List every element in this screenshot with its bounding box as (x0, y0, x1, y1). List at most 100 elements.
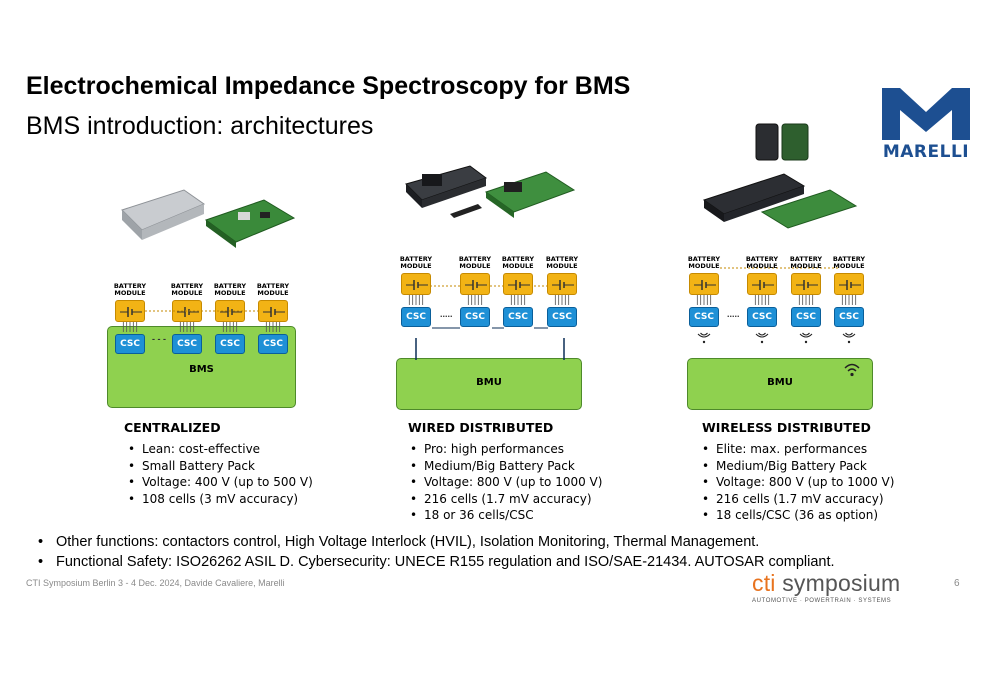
battery-module (547, 273, 577, 295)
battery-module (172, 300, 202, 322)
battery-cell-icon (508, 280, 530, 290)
battery-cell-icon (263, 307, 285, 317)
battery-module (834, 273, 864, 295)
feature-item: Lean: cost-effective (122, 441, 313, 458)
cti-wordmark: cti symposium (752, 570, 900, 597)
csc-box: CSC (172, 334, 202, 354)
battery-module (689, 273, 719, 295)
sense-wires (841, 295, 857, 305)
wireless-features: Elite: max. performances Medium/Big Batt… (696, 441, 894, 524)
battery-cell-icon (120, 307, 142, 317)
feature-item: Medium/Big Battery Pack (696, 458, 894, 475)
sense-wires (222, 322, 238, 332)
ellipsis: ..... (440, 309, 453, 319)
page-subtitle: BMS introduction: architectures (26, 112, 374, 140)
battery-cell-icon (796, 280, 818, 290)
cti-word: symposium (775, 570, 901, 596)
wired-features: Pro: high performances Medium/Big Batter… (404, 441, 602, 524)
cti-symposium-logo: cti symposium AUTOMOTIVE · POWERTRAIN · … (752, 570, 900, 604)
csc-box: CSC (401, 307, 431, 327)
logo-wordmark: MARELLI (882, 142, 970, 162)
battery-cell-icon (220, 307, 242, 317)
csc-box: CSC (258, 334, 288, 354)
battery-cell-icon (465, 280, 487, 290)
sense-wires (696, 295, 712, 305)
feature-item: Small Battery Pack (122, 458, 313, 475)
note-item: Other functions: contactors control, Hig… (36, 532, 835, 552)
battery-cell-icon (552, 280, 574, 290)
feature-item: 18 or 36 cells/CSC (404, 507, 602, 524)
sense-wires (754, 295, 770, 305)
battery-cell-icon (752, 280, 774, 290)
battery-module (791, 273, 821, 295)
page-number: 6 (954, 578, 960, 589)
centralized-features: Lean: cost-effective Small Battery Pack … (122, 441, 313, 507)
sense-wires (798, 295, 814, 305)
bms-label: BMS (189, 364, 214, 375)
cti-tagline: AUTOMOTIVE · POWERTRAIN · SYSTEMS (752, 598, 892, 604)
sense-wires (510, 295, 526, 305)
battery-cell-icon (694, 280, 716, 290)
sense-wires (179, 322, 195, 332)
bmu-box (687, 358, 873, 410)
battery-module (115, 300, 145, 322)
feature-item: Medium/Big Battery Pack (404, 458, 602, 475)
module-chain-line (145, 310, 260, 312)
bmu-box (396, 358, 582, 410)
wireless-signal-icon (755, 332, 769, 344)
sense-wires (467, 295, 483, 305)
ellipsis: - - - (152, 334, 166, 344)
feature-item: 216 cells (1.7 mV accuracy) (404, 491, 602, 508)
csc-box: CSC (215, 334, 245, 354)
module-chain-line (720, 267, 840, 269)
marelli-m-icon (882, 88, 970, 140)
feature-item: Voltage: 800 V (up to 1000 V) (404, 474, 602, 491)
feature-item: 108 cells (3 mV accuracy) (122, 491, 313, 508)
battery-module (258, 300, 288, 322)
wireless-signal-icon (799, 332, 813, 344)
battery-module (401, 273, 431, 295)
csc-box: CSC (747, 307, 777, 327)
battery-cell-icon (177, 307, 199, 317)
cti-prefix: cti (752, 570, 776, 596)
csc-box: CSC (503, 307, 533, 327)
marelli-logo: MARELLI (878, 86, 974, 166)
csc-box: CSC (547, 307, 577, 327)
csc-box: CSC (115, 334, 145, 354)
page-title: Electrochemical Impedance Spectroscopy f… (26, 72, 631, 100)
footer-text: CTI Symposium Berlin 3 - 4 Dec. 2024, Da… (26, 578, 285, 588)
architecture-title-wireless: WIRELESS DISTRIBUTED (702, 420, 871, 435)
wifi-icon (844, 363, 860, 377)
ellipsis: ..... (727, 309, 740, 319)
battery-module (747, 273, 777, 295)
sense-wires (122, 322, 138, 332)
wireless-hardware-image (702, 123, 858, 229)
architecture-title-wired: WIRED DISTRIBUTED (408, 420, 554, 435)
feature-item: Elite: max. performances (696, 441, 894, 458)
architecture-title-centralized: CENTRALIZED (124, 420, 221, 435)
sense-wires (554, 295, 570, 305)
feature-item: 18 cells/CSC (36 as option) (696, 507, 894, 524)
note-item: Functional Safety: ISO26262 ASIL D. Cybe… (36, 552, 835, 572)
bmu-label: BMU (767, 377, 793, 388)
csc-box: CSC (460, 307, 490, 327)
feature-item: Voltage: 400 V (up to 500 V) (122, 474, 313, 491)
csc-box: CSC (791, 307, 821, 327)
csc-box: CSC (834, 307, 864, 327)
wireless-signal-icon (697, 332, 711, 344)
battery-cell-icon (839, 280, 861, 290)
centralized-hardware-image (121, 189, 296, 248)
battery-module (503, 273, 533, 295)
battery-cell-icon (406, 280, 428, 290)
feature-item: Voltage: 800 V (up to 1000 V) (696, 474, 894, 491)
